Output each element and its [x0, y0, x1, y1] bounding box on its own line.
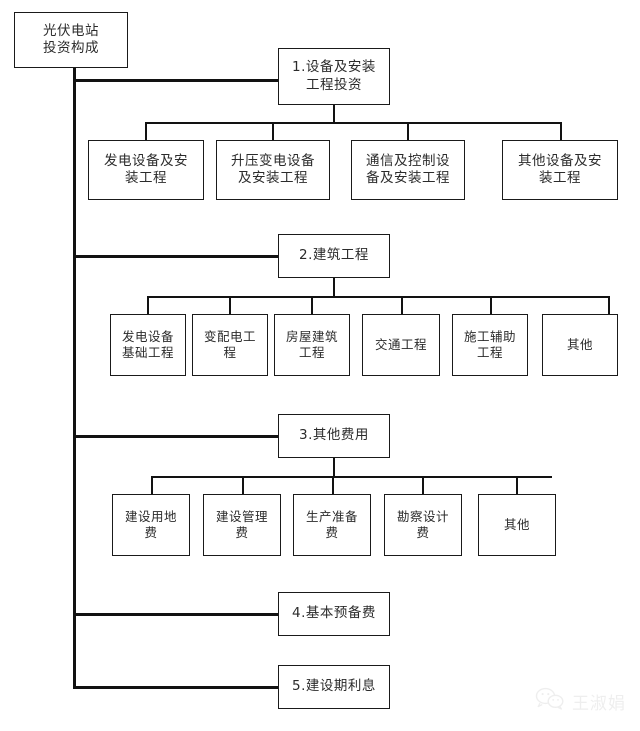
- connector-branch-4: [73, 613, 280, 616]
- node-branch-2[interactable]: 2.建筑工程: [278, 234, 390, 278]
- node-branch-3[interactable]: 3.其他费用: [278, 414, 390, 458]
- node-branch-2-child-5[interactable]: 施工辅助 工程: [452, 314, 528, 376]
- node-branch-1[interactable]: 1.设备及安装 工程投资: [278, 48, 390, 105]
- node-branch-3-child-2[interactable]: 建设管理 费: [203, 494, 281, 556]
- connector-branch-1: [73, 79, 280, 82]
- drop-branch-2-child-5: [490, 296, 492, 315]
- stem-branch-2: [333, 278, 335, 298]
- drop-branch-1-child-1: [145, 122, 147, 141]
- connector-branch-5: [73, 686, 280, 689]
- node-branch-1-child-2[interactable]: 升压变电设备 及安装工程: [216, 140, 330, 200]
- connector-branch-3: [73, 435, 280, 438]
- node-branch-3-child-4[interactable]: 勘察设计 费: [384, 494, 462, 556]
- trunk-line: [73, 66, 76, 688]
- node-branch-1-child-4[interactable]: 其他设备及安 装工程: [502, 140, 618, 200]
- node-branch-3-child-1[interactable]: 建设用地 费: [112, 494, 190, 556]
- bus-branch-3: [152, 476, 552, 478]
- drop-branch-2-child-2: [229, 296, 231, 315]
- node-branch-3-child-5[interactable]: 其他: [478, 494, 556, 556]
- bus-branch-2: [148, 296, 610, 298]
- drop-branch-2-child-1: [147, 296, 149, 315]
- node-branch-3-child-3[interactable]: 生产准备 费: [293, 494, 371, 556]
- node-branch-4[interactable]: 4.基本预备费: [278, 592, 390, 636]
- drop-branch-2-child-3: [311, 296, 313, 315]
- drop-branch-1-child-4: [560, 122, 562, 141]
- drop-branch-3-child-4: [422, 476, 424, 495]
- drop-branch-3-child-5: [516, 476, 518, 495]
- drop-branch-1-child-3: [407, 122, 409, 141]
- node-root[interactable]: 光伏电站 投资构成: [14, 12, 128, 68]
- stem-branch-1: [333, 105, 335, 124]
- drop-branch-3-child-1: [151, 476, 153, 495]
- drop-branch-2-child-6: [608, 296, 610, 315]
- node-branch-2-child-3[interactable]: 房屋建筑 工程: [274, 314, 350, 376]
- node-branch-2-child-6[interactable]: 其他: [542, 314, 618, 376]
- stem-branch-3: [333, 458, 335, 478]
- node-branch-2-child-4[interactable]: 交通工程: [362, 314, 440, 376]
- drop-branch-3-child-3: [332, 476, 334, 495]
- drop-branch-2-child-4: [401, 296, 403, 315]
- node-branch-1-child-3[interactable]: 通信及控制设 备及安装工程: [351, 140, 465, 200]
- connector-branch-2: [73, 255, 280, 258]
- drop-branch-1-child-2: [272, 122, 274, 141]
- bus-branch-1: [146, 122, 562, 124]
- node-branch-2-child-2[interactable]: 变配电工 程: [192, 314, 268, 376]
- node-branch-5[interactable]: 5.建设期利息: [278, 665, 390, 709]
- node-branch-1-child-1[interactable]: 发电设备及安 装工程: [88, 140, 204, 200]
- drop-branch-3-child-2: [242, 476, 244, 495]
- node-branch-2-child-1[interactable]: 发电设备 基础工程: [110, 314, 186, 376]
